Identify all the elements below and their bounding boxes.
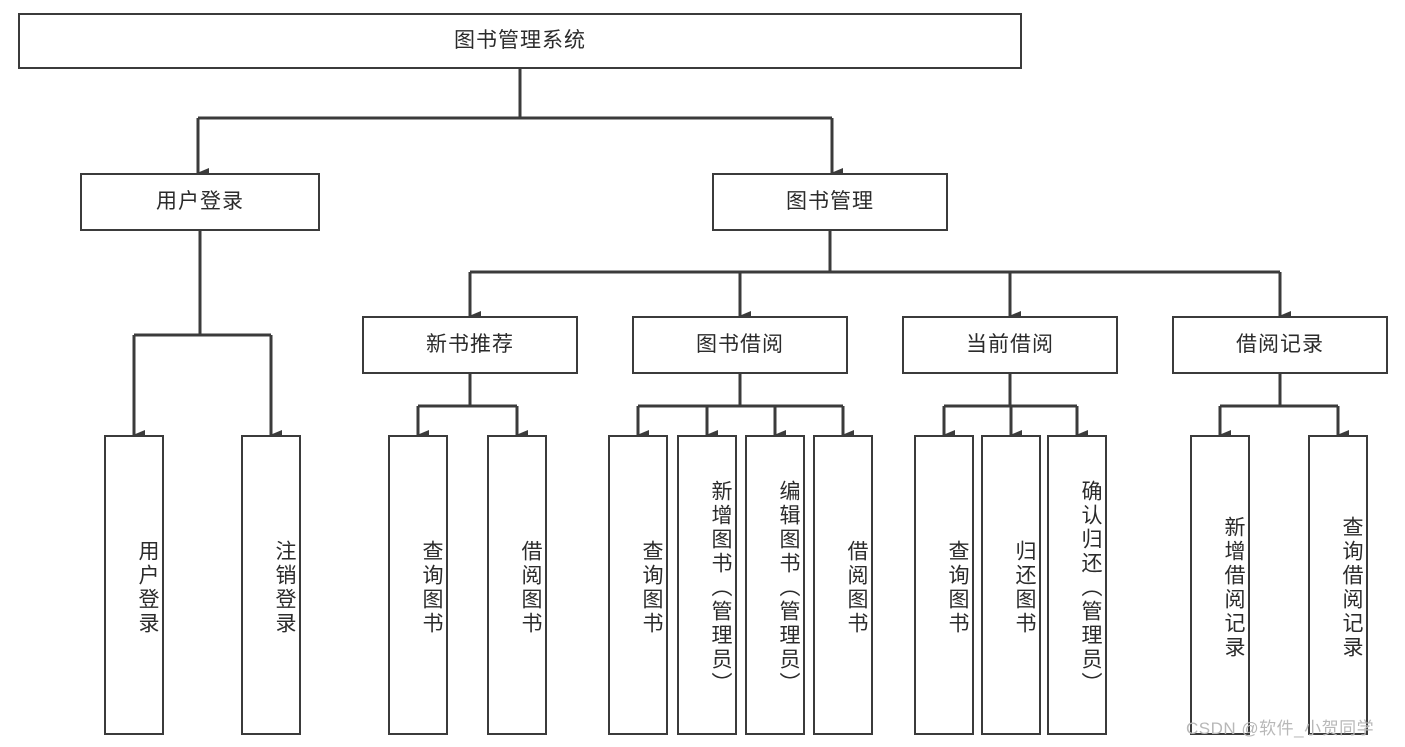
node-label: 当前借阅 — [966, 333, 1054, 357]
node-label: 新增借阅记录 — [1222, 516, 1245, 660]
node-label: 查询图书 — [420, 540, 443, 636]
node-label: 用户登录 — [136, 540, 159, 636]
node-book-management[interactable]: 图书管理 — [712, 173, 948, 231]
node-leaf-query-borrow-record[interactable]: 查询借阅记录 — [1308, 435, 1368, 735]
node-leaf-query-book-current[interactable]: 查询图书 — [914, 435, 974, 735]
node-leaf-user-login[interactable]: 用户登录 — [104, 435, 164, 735]
node-label: 查询图书 — [946, 540, 969, 636]
node-label: 确认归还（管理员） — [1079, 480, 1102, 696]
node-borrow-records[interactable]: 借阅记录 — [1172, 316, 1388, 374]
node-label: 归还图书 — [1013, 540, 1036, 636]
node-label: 图书管理 — [786, 190, 874, 214]
node-root[interactable]: 图书管理系统 — [18, 13, 1022, 69]
node-label: 借阅图书 — [845, 540, 868, 636]
node-leaf-edit-book-admin[interactable]: 编辑图书（管理员） — [745, 435, 805, 735]
node-label: 借阅图书 — [519, 540, 542, 636]
node-leaf-query-book-borrow[interactable]: 查询图书 — [608, 435, 668, 735]
node-leaf-query-book-recommend[interactable]: 查询图书 — [388, 435, 448, 735]
node-label: 用户登录 — [156, 190, 244, 214]
node-leaf-add-borrow-record[interactable]: 新增借阅记录 — [1190, 435, 1250, 735]
node-label: 编辑图书（管理员） — [777, 480, 800, 696]
node-book-borrow[interactable]: 图书借阅 — [632, 316, 848, 374]
connector-lines — [132, 69, 1349, 440]
node-leaf-confirm-return-admin[interactable]: 确认归还（管理员） — [1047, 435, 1107, 735]
node-label: 图书借阅 — [696, 333, 784, 357]
node-label: 借阅记录 — [1236, 333, 1324, 357]
node-label: 查询借阅记录 — [1340, 516, 1363, 660]
node-label: 图书管理系统 — [454, 29, 586, 53]
node-leaf-logout-login[interactable]: 注销登录 — [241, 435, 301, 735]
node-label: 新书推荐 — [426, 333, 514, 357]
node-current-borrow[interactable]: 当前借阅 — [902, 316, 1118, 374]
node-new-book-recommend[interactable]: 新书推荐 — [362, 316, 578, 374]
node-user-login[interactable]: 用户登录 — [80, 173, 320, 231]
node-leaf-return-book[interactable]: 归还图书 — [981, 435, 1041, 735]
node-leaf-borrow-book[interactable]: 借阅图书 — [813, 435, 873, 735]
node-label: 注销登录 — [273, 540, 296, 636]
node-leaf-add-book-admin[interactable]: 新增图书（管理员） — [677, 435, 737, 735]
node-label: 新增图书（管理员） — [709, 480, 732, 696]
node-label: 查询图书 — [640, 540, 663, 636]
node-leaf-borrow-book-recommend[interactable]: 借阅图书 — [487, 435, 547, 735]
